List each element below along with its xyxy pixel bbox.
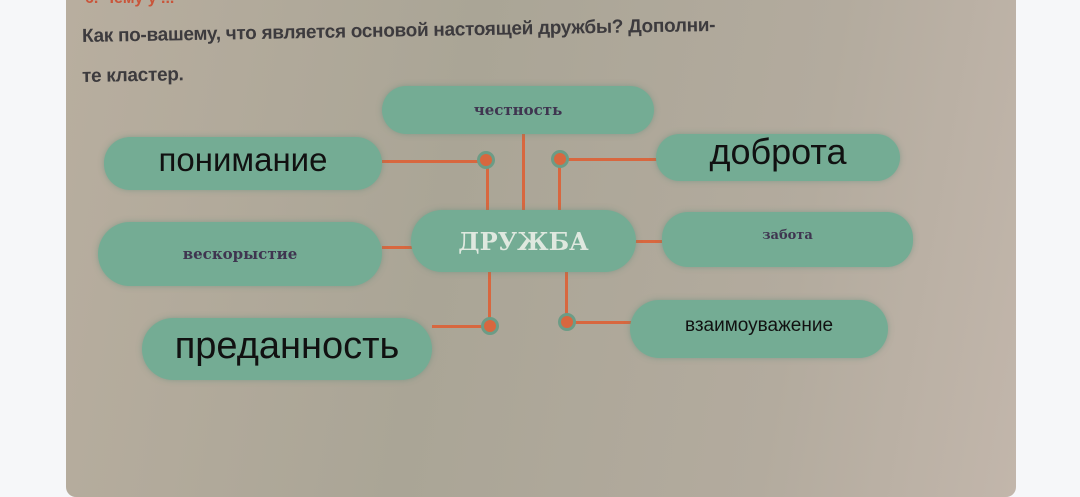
node-label: взаимоуважение: [684, 315, 834, 336]
cluster-node-mutual-respect: взаимоуважение: [630, 300, 888, 358]
cluster-node-understanding: понимание: [104, 137, 382, 190]
connector-dot: [481, 317, 499, 335]
connector-line: [382, 160, 486, 163]
connector-line: [432, 325, 490, 328]
connector-line: [522, 132, 525, 212]
cluster-center-friendship: ДРУЖБА: [411, 210, 636, 272]
connector-line: [382, 246, 414, 249]
connector-dot: [551, 150, 569, 168]
cluster-node-devotion: преданность: [142, 318, 432, 380]
node-label: честность: [473, 101, 563, 119]
connector-line: [565, 270, 568, 322]
connector-dot: [558, 313, 576, 331]
node-label: понимание: [158, 140, 328, 178]
connector-line: [634, 240, 664, 243]
connector-line: [488, 270, 491, 326]
node-label: забота: [762, 228, 813, 243]
question-text-continued: те кластер.: [81, 64, 184, 87]
cluster-node-selflessness: вескорыстие: [98, 222, 382, 286]
connector-line: [558, 160, 561, 212]
task-number: 6. Чему у ...: [85, 0, 174, 8]
node-label: вескорыстие: [182, 245, 298, 263]
connector-dot: [477, 151, 495, 169]
cluster-node-honesty: честность: [382, 86, 654, 134]
connector-line: [486, 160, 489, 212]
connector-line: [567, 321, 633, 324]
cluster-node-care: забота: [662, 212, 913, 267]
connector-line: [560, 158, 658, 161]
node-label: доброта: [709, 130, 847, 172]
cluster-node-kindness: доброта: [656, 130, 900, 181]
node-label: преданность: [174, 324, 400, 367]
center-label: ДРУЖБА: [458, 226, 589, 256]
